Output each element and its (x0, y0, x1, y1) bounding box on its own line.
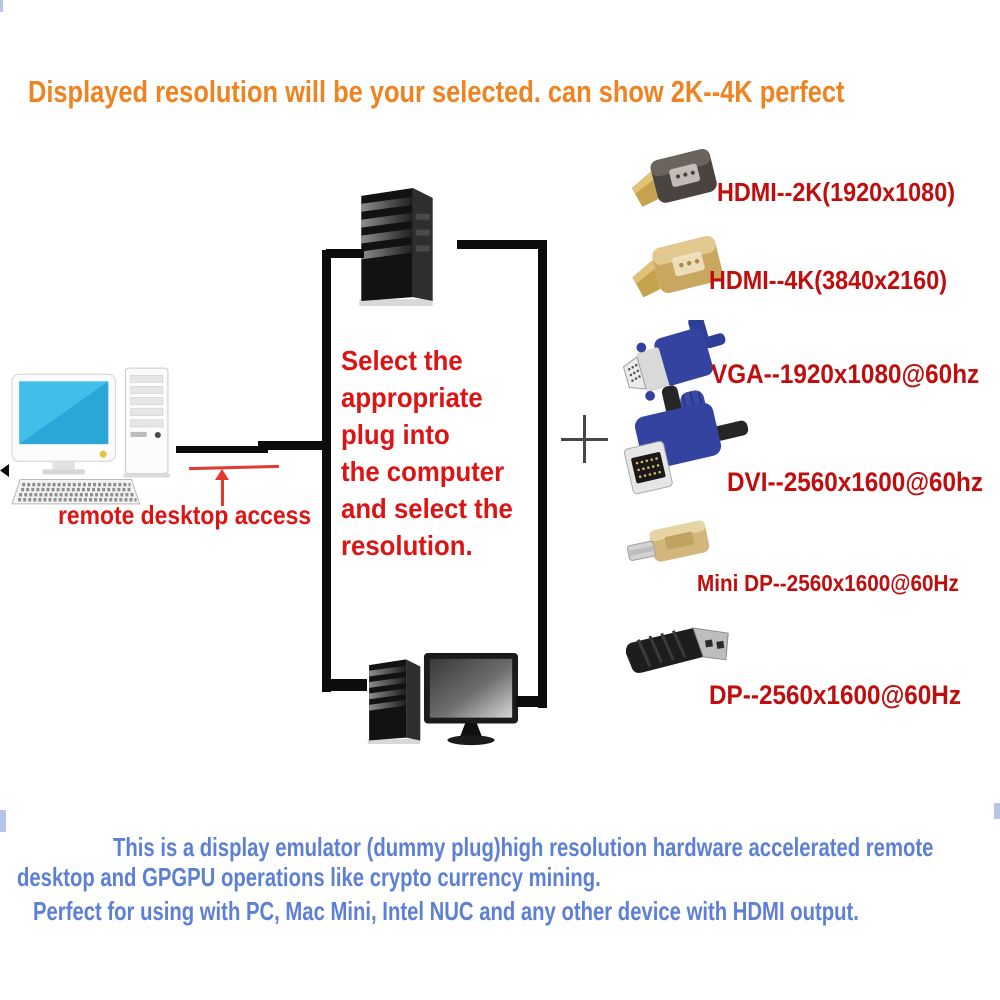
plug-label-dvi: DVI--2560x1600@60hz (727, 467, 984, 497)
plug-label-dp: DP--2560x1600@60Hz (709, 680, 961, 710)
mini-dp-plug-image (626, 520, 710, 562)
edge-artifact-right (994, 803, 1000, 819)
plug-label-mini-dp: Mini DP--2560x1600@60Hz (697, 570, 959, 596)
plus-icon (583, 415, 586, 463)
edge-artifact-top-left (0, 0, 3, 12)
dp-plug-image (625, 627, 729, 673)
bracket-right-vertical-line (538, 242, 547, 708)
red-up-arrow-icon (215, 469, 229, 480)
server-tower-top-illustration (359, 187, 433, 307)
bracket-left-bottom-line (322, 679, 367, 691)
footer-line-2: desktop and GPGPU operations like crypto… (17, 862, 601, 892)
remote-connection-line-b (258, 441, 330, 450)
monitor-illustration (423, 652, 519, 746)
bracket-left-top-line (326, 249, 364, 258)
instruction-text: Select the appropriate plug into the com… (341, 345, 513, 561)
hdmi-2k-plug-image (631, 148, 717, 207)
vga-plug-image (622, 320, 726, 401)
red-arrow-shaft (221, 479, 224, 506)
bracket-left-vertical-line (322, 250, 331, 692)
red-underline (188, 464, 280, 471)
plug-label-hdmi-4k: HDMI--4K(3840x2160) (709, 265, 948, 295)
headline-text: Displayed resolution will be your select… (28, 74, 845, 109)
desktop-computer-illustration (11, 367, 170, 505)
remote-access-label: remote desktop access (58, 500, 312, 530)
hdmi-4k-plug-image (632, 236, 723, 298)
dvi-plug-image (623, 385, 749, 495)
bracket-right-bottom-line (516, 696, 547, 707)
plug-label-hdmi-2k: HDMI--2K(1920x1080) (717, 177, 956, 207)
footer-line-3: Perfect for using with PC, Mac Mini, Int… (33, 896, 859, 926)
edge-artifact-left (0, 810, 6, 832)
server-tower-bottom-illustration (367, 659, 421, 745)
plug-label-vga: VGA--1920x1080@60hz (711, 359, 980, 389)
footer-line-1: This is a display emulator (dummy plug)h… (113, 832, 934, 862)
bracket-right-top-line (457, 240, 547, 249)
edge-artifact-arrowhead (0, 464, 9, 477)
remote-connection-line-a (176, 446, 268, 453)
